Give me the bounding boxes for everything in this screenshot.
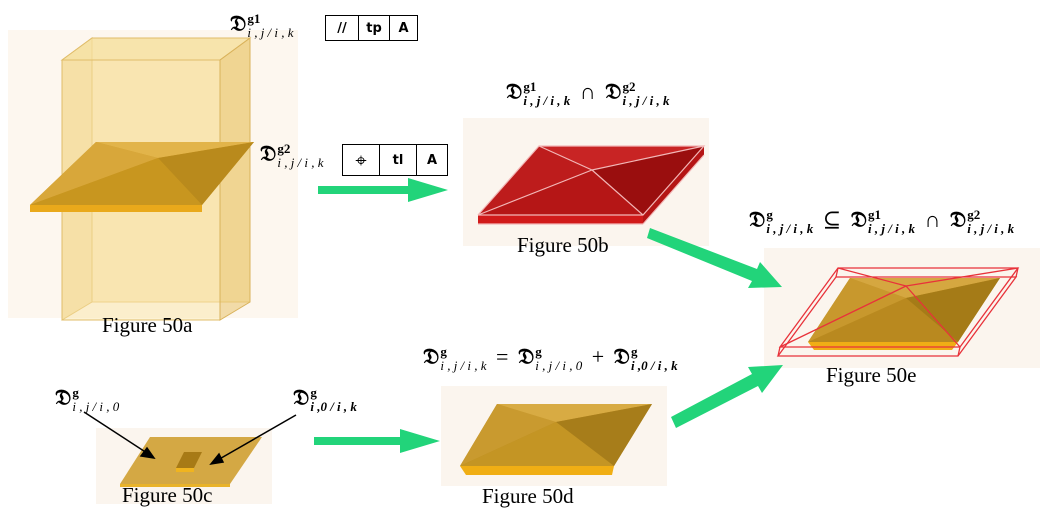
fig50c-pointers xyxy=(83,411,297,466)
fig50c-shape xyxy=(120,437,262,487)
parallelism-symbol: // xyxy=(326,16,359,40)
tolerance-zone-label: tp xyxy=(359,16,390,40)
arrow-a-to-b xyxy=(318,178,448,202)
fig50d-shape xyxy=(460,404,652,475)
datum-label: A xyxy=(398,20,409,36)
caption-fig50b: Figure 50b xyxy=(517,233,609,257)
caption-fig50c: Figure 50c xyxy=(122,483,213,507)
caption-fig50e: Figure 50e xyxy=(826,363,917,387)
arrow-d-to-e xyxy=(671,365,783,428)
arrow-b-to-e xyxy=(647,228,782,288)
tolerance-zone-label: tl xyxy=(380,145,417,175)
fig50b-shape xyxy=(477,145,706,225)
feature-control-frame-g1: // tp A xyxy=(325,15,418,41)
datum-label: A xyxy=(426,152,438,168)
caption-fig50a: Figure 50a xyxy=(102,313,193,337)
feature-control-frame-g2: ⌖ tl A xyxy=(342,144,448,176)
caption-fig50d: Figure 50d xyxy=(482,484,574,508)
fig50a-plate xyxy=(30,142,254,212)
fig50e-wireframe xyxy=(776,267,1020,357)
position-symbol: ⌖ xyxy=(343,145,380,175)
arrow-c-to-d xyxy=(314,429,440,453)
